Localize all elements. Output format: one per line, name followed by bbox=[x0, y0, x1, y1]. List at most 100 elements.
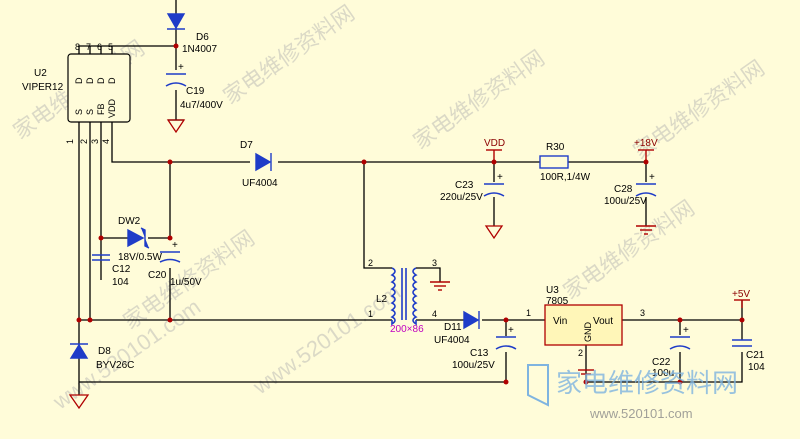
l2-pin-1: 1 bbox=[368, 309, 373, 319]
u2-pin-label-d8: D bbox=[74, 77, 84, 84]
ground-icon bbox=[636, 225, 656, 235]
c22-value: 100u bbox=[652, 368, 674, 379]
junction-dot bbox=[739, 317, 745, 323]
l2-transformer: 2 3 1 4 L2 200×86 bbox=[368, 258, 450, 335]
l2-primary bbox=[390, 267, 396, 326]
junction-dot bbox=[167, 317, 173, 323]
junction-dot bbox=[677, 379, 683, 385]
c20-polarity: + bbox=[172, 240, 178, 251]
r30-ref: R30 bbox=[546, 142, 565, 153]
u3-vout-label: Vout bbox=[593, 316, 613, 327]
d11-ref: D11 bbox=[444, 322, 462, 333]
junction-dot bbox=[677, 317, 683, 323]
c23-value: 220u/25V bbox=[440, 192, 483, 203]
u2-value: VIPER12 bbox=[22, 82, 64, 93]
dw2-zener: DW2 18V/0.5W bbox=[118, 216, 162, 263]
ground-icon bbox=[430, 281, 450, 291]
d6-symbol bbox=[166, 13, 186, 30]
c28-polarity: + bbox=[649, 172, 655, 183]
site-logo: 家电维修资料网 www.520101.com bbox=[527, 364, 738, 421]
d6-ref: D6 bbox=[196, 32, 209, 43]
d8-ref: D8 bbox=[98, 346, 111, 357]
c13-ref: C13 bbox=[470, 348, 489, 359]
c20-ref: C20 bbox=[148, 270, 167, 281]
c19-value: 4u7/400V bbox=[180, 100, 223, 111]
r30-body bbox=[539, 155, 569, 169]
r30-resistor: R30 100R,1/4W bbox=[539, 142, 591, 183]
u3-regulator: U3 7805 Vin Vout GND 3 2 bbox=[544, 285, 645, 375]
l2-pin-4: 4 bbox=[432, 309, 437, 319]
d7-diode: D7 UF4004 bbox=[240, 140, 278, 189]
dw2-value: 18V/0.5W bbox=[118, 252, 162, 263]
c28-capacitor: + C28 100u/25V bbox=[604, 172, 657, 235]
c23-capacitor: + C23 220u/25V bbox=[440, 172, 505, 240]
junction-dot bbox=[167, 159, 173, 165]
u3-pin-1: 1 bbox=[526, 308, 531, 318]
logo-text: 家电维修资料网 bbox=[556, 368, 738, 398]
c20-value: 1u/50V bbox=[170, 277, 202, 288]
l2-pin-2: 2 bbox=[368, 258, 373, 268]
u2-pin-label-fb: FB bbox=[96, 103, 106, 115]
u2-pin-6: 6 bbox=[97, 42, 102, 52]
u2-pin-1: 1 bbox=[65, 139, 75, 144]
ground-icon bbox=[166, 119, 186, 134]
u3-ref: U3 bbox=[546, 285, 559, 296]
junction-dot bbox=[503, 379, 509, 385]
vdd-label: VDD bbox=[484, 138, 505, 149]
c12-value: 104 bbox=[112, 277, 129, 288]
junction-dot bbox=[503, 317, 509, 323]
c22-polarity: + bbox=[683, 325, 689, 336]
u2-pin-label-d7: D bbox=[85, 77, 95, 84]
d11-value: UF4004 bbox=[434, 335, 470, 346]
junction-dot bbox=[98, 235, 104, 241]
c21-value: 104 bbox=[748, 362, 765, 373]
d7-symbol bbox=[255, 152, 272, 172]
c12-ref: C12 bbox=[112, 264, 131, 275]
u3-pin-2: 2 bbox=[578, 348, 583, 358]
watermark-text: 家电维修资料网 bbox=[219, 0, 360, 109]
junction-dot bbox=[87, 317, 93, 323]
c20-capacitor: + C20 1u/50V bbox=[148, 240, 202, 288]
l2-secondary bbox=[412, 267, 418, 326]
c23-polarity: + bbox=[497, 172, 503, 183]
u3-pin-3: 3 bbox=[640, 308, 645, 318]
ground-icon bbox=[484, 225, 504, 240]
d8-diode: D8 BYV26C bbox=[68, 343, 134, 410]
u3-vin-label: Vin bbox=[553, 316, 567, 327]
c19-polarity: + bbox=[178, 62, 184, 73]
c23-ref: C23 bbox=[455, 180, 474, 191]
d11-symbol bbox=[463, 310, 480, 330]
c28-ref: C28 bbox=[614, 184, 633, 195]
junctions bbox=[76, 43, 745, 385]
c13-capacitor: + C13 100u/25V bbox=[452, 325, 517, 371]
d6-value: 1N4007 bbox=[182, 44, 217, 55]
junction-dot bbox=[76, 317, 82, 323]
u2-pin-8: 8 bbox=[75, 42, 80, 52]
junction-dot bbox=[167, 235, 173, 241]
r30-value: 100R,1/4W bbox=[540, 172, 591, 183]
c22-capacitor: + C22 100u bbox=[652, 325, 691, 379]
logo-mark bbox=[527, 364, 549, 407]
c12-capacitor: C12 104 bbox=[92, 254, 131, 288]
p5v-label: +5V bbox=[732, 289, 750, 300]
u2-pin-label-d6: D bbox=[96, 77, 106, 84]
u2-viper12: U2 VIPER12 8 7 6 5 D D D D S S FB VDD 1 … bbox=[22, 42, 131, 144]
u2-pin-label-s2: S bbox=[85, 109, 95, 115]
p18v-label: +18V bbox=[634, 138, 658, 149]
dw2-symbol bbox=[127, 228, 145, 248]
u2-pin-4: 4 bbox=[101, 139, 111, 144]
d11-diode: D11 UF4004 1 bbox=[434, 308, 531, 346]
l2-ref: L2 bbox=[376, 294, 388, 305]
c19-capacitor: + C19 4u7/400V bbox=[165, 62, 223, 134]
u2-pin-label-vdd: VDD bbox=[107, 98, 117, 118]
u3-value: 7805 bbox=[546, 296, 569, 307]
d7-value: UF4004 bbox=[242, 178, 278, 189]
u2-ref: U2 bbox=[34, 68, 47, 79]
logo-url: www.520101.com bbox=[589, 406, 693, 421]
dw2-ref: DW2 bbox=[118, 216, 141, 227]
u3-body bbox=[544, 304, 623, 346]
p5v-net: +5V bbox=[732, 289, 750, 308]
u2-pin-2: 2 bbox=[79, 139, 89, 144]
junction-dot bbox=[361, 159, 367, 165]
